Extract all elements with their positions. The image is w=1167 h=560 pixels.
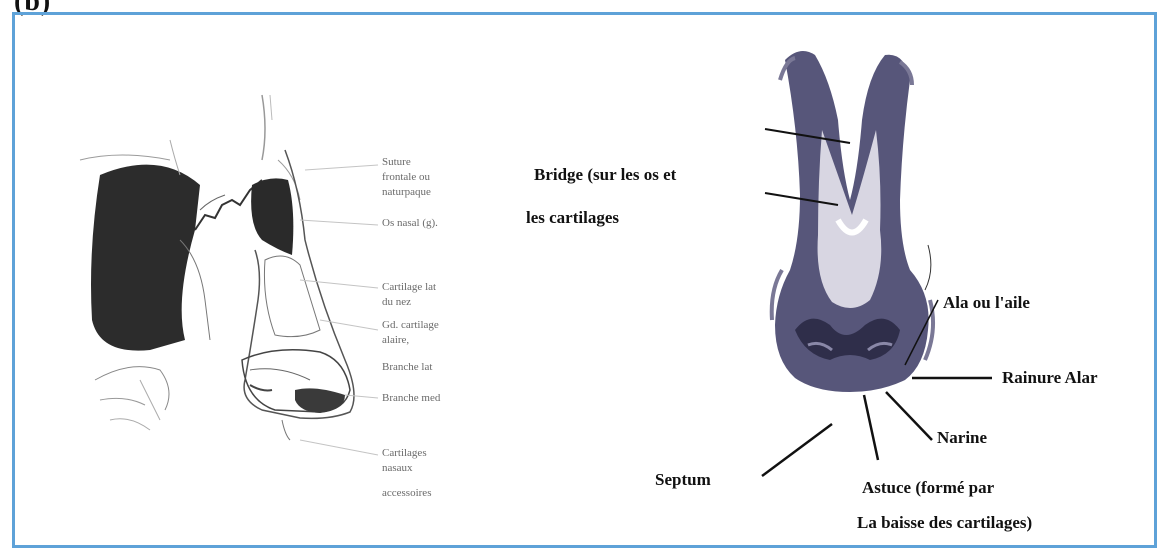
astuce-pointer [864,395,878,460]
label-septum: Septum [655,470,711,490]
label-astuce-line1: Astuce (formé par [862,478,994,498]
septum-pointer [762,424,832,476]
label-ala: Ala ou l'aile [943,293,1030,313]
label-rainure-alar: Rainure Alar [1002,368,1098,388]
narine-pointer [886,392,932,440]
nose-highlight [818,130,882,308]
label-narine: Narine [937,428,987,448]
label-astuce-line2: La baisse des cartilages) [857,513,1032,533]
label-bridge-line2: les cartilages [526,208,619,228]
label-bridge-line1: Bridge (sur les os et [534,165,676,185]
